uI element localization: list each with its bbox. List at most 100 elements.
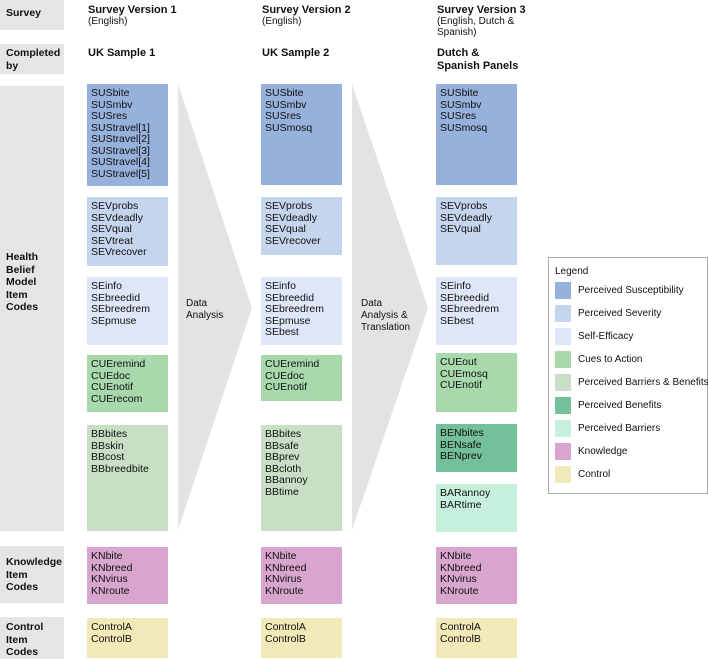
legend-swatch <box>555 374 571 391</box>
item-code: CUEremind <box>265 358 320 370</box>
row-label-line: Model <box>6 276 37 288</box>
item-code: SUSmbv <box>440 98 482 111</box>
item-code: ControlB <box>265 632 306 645</box>
column-subtitle: Spanish) <box>437 27 477 38</box>
column-title: Survey Version 1 <box>88 4 177 16</box>
row-label-line: Item <box>6 633 28 646</box>
row-label-line: Completed <box>6 47 61 59</box>
item-code: SEVdeadly <box>91 211 143 224</box>
item-code: SEVdeadly <box>440 211 492 224</box>
legend-swatch <box>555 351 571 368</box>
item-code: SEbreedrem <box>440 303 499 315</box>
legend-label: Perceived Barriers <box>578 423 661 434</box>
legend-label: Control <box>578 469 611 480</box>
item-code: SEinfo <box>91 280 122 292</box>
item-code: SUSbite <box>265 87 304 99</box>
item-code: BARannoy <box>440 487 491 499</box>
column-subtitle: (English) <box>88 16 128 27</box>
item-code: SUSres <box>265 110 302 122</box>
row-label-line: Codes <box>6 581 39 593</box>
item-code: ControlA <box>440 621 481 633</box>
item-code: CUEnotif <box>265 381 308 393</box>
legend-label: Self-Efficacy <box>578 331 634 342</box>
row-label-line: Health <box>6 251 39 263</box>
sample-line: Dutch & <box>437 47 480 59</box>
item-code: BBbites <box>91 428 128 440</box>
legend-label: Perceived Barriers & Benefits <box>578 377 708 388</box>
legend-swatch <box>555 397 571 414</box>
item-code: SUSres <box>91 110 128 122</box>
column-header-2: Survey Version 2 (English) <box>262 4 351 27</box>
item-code: BARtime <box>440 498 482 511</box>
item-code: SEVqual <box>91 223 132 235</box>
item-code: BBsafe <box>265 439 299 452</box>
item-code: KNroute <box>440 584 479 597</box>
sample-3: Dutch & Spanish Panels <box>437 47 518 73</box>
legend-label: Perceived Susceptibility <box>578 285 684 296</box>
legend-item-cues: Cues to Action <box>555 351 705 369</box>
item-code: SEpmuse <box>91 314 137 327</box>
item-code: SEbest <box>440 314 474 327</box>
legend-swatch <box>555 466 571 483</box>
row-label-line: Control <box>6 621 44 633</box>
arrow-label-1: Data Analysis <box>186 298 223 322</box>
arrow-label-2: Data Analysis & Translation <box>361 298 410 334</box>
item-code: SEbest <box>265 326 299 338</box>
item-code: CUEnotif <box>91 381 134 393</box>
item-code: ControlA <box>265 621 306 633</box>
item-code: BBskin <box>91 439 124 452</box>
item-code: SEpmuse <box>265 314 311 327</box>
item-code: SUStravel[2] <box>91 133 150 145</box>
row-label-line: Knowledge <box>6 556 63 568</box>
arrow-label-line: Data <box>186 298 208 309</box>
item-code: ControlB <box>440 632 481 645</box>
item-code: SUSmbv <box>265 98 307 111</box>
item-code: BBprev <box>265 451 300 463</box>
item-code: SUSbite <box>440 87 479 99</box>
row-label-hbm: Health Belief Model Item Codes <box>0 86 64 531</box>
legend-swatch <box>555 443 571 460</box>
item-code: KNbreed <box>91 561 133 574</box>
arrow-shape-1 <box>178 84 252 530</box>
row-label-line: Item <box>6 288 28 301</box>
row-label-control: Control Item Codes <box>0 617 64 659</box>
item-code: CUEremind <box>91 358 146 370</box>
column-title: Survey Version 3 <box>437 4 526 16</box>
item-code: SUSmbv <box>91 98 133 111</box>
legend-item-barriers: Perceived Barriers <box>555 420 705 438</box>
legend-item-control: Control <box>555 466 705 484</box>
row-label-line: by <box>6 59 19 72</box>
item-code: SUSmosq <box>440 121 488 134</box>
legend-swatch <box>555 328 571 345</box>
item-code: SEbreedid <box>440 291 490 304</box>
item-code: SUStravel[1] <box>91 121 150 134</box>
item-code: BENsafe <box>440 438 482 451</box>
item-code: SUSbite <box>91 87 130 99</box>
item-code: KNbite <box>91 550 123 562</box>
item-code: KNroute <box>91 584 130 597</box>
arrow-label-line: Data <box>361 298 383 309</box>
row-label-knowledge: Knowledge Item Codes <box>0 546 64 603</box>
item-code: BBtime <box>265 485 299 498</box>
legend-title: Legend <box>555 266 589 277</box>
legend-item-severity: Perceived Severity <box>555 305 705 323</box>
item-code: SEbreedrem <box>91 303 150 315</box>
item-code: SUSres <box>440 110 477 122</box>
